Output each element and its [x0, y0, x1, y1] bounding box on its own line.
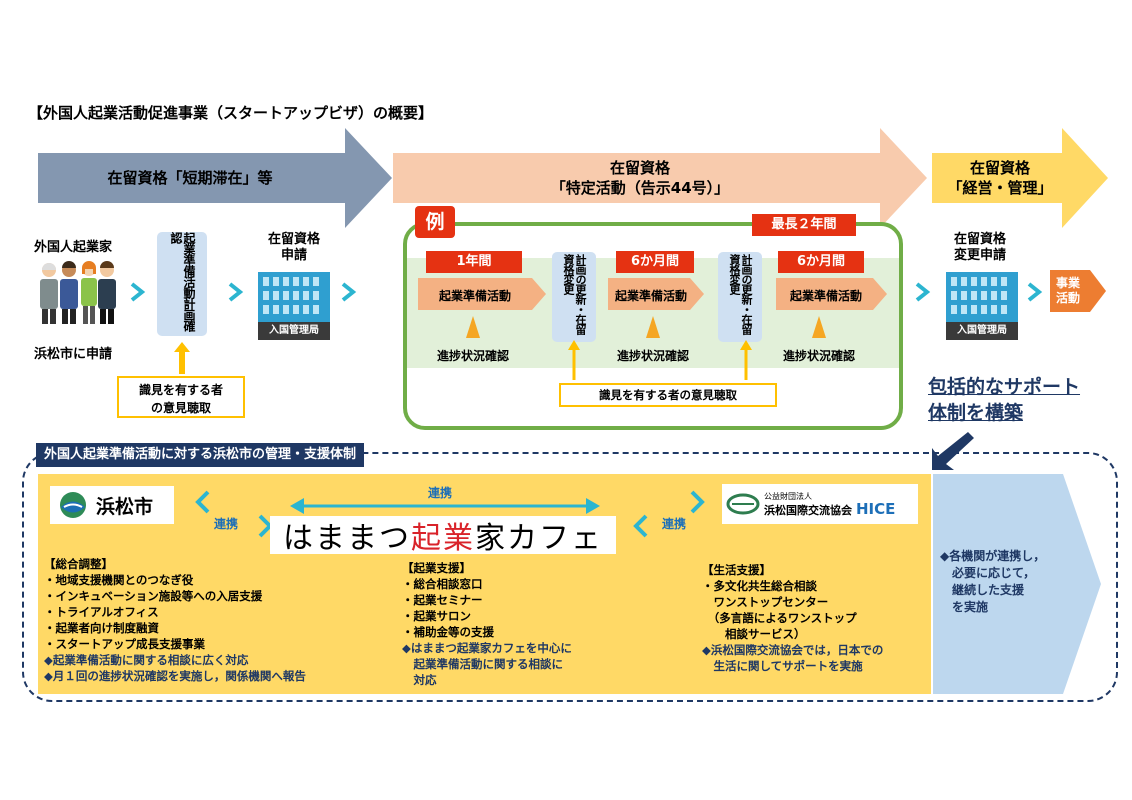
chevron-right-icon: [1027, 282, 1043, 302]
activity-arrow-3: [776, 278, 887, 310]
example-badge: 例: [415, 206, 455, 238]
progress-label-2: 進捗状況確認: [616, 349, 689, 363]
building-icon: [946, 272, 1018, 322]
continuous-support-note: ◆各機関が連携し， 必要に応じて， 継続した支援 を実施: [940, 549, 1046, 614]
col-general-coordination: 【総合調整】 ・地域支援機関とのつなぎ役 ・インキュベーション施設等への入居支援…: [44, 557, 306, 683]
activity-label-2: 起業準備活動: [614, 289, 687, 303]
progress-marker-3: [812, 316, 826, 338]
activity-label-1: 起業準備活動: [438, 289, 511, 303]
max-period-label: 最長２年間: [752, 214, 856, 236]
hamamatsu-city-logo: 浜松市: [50, 486, 174, 524]
management-arrow: [932, 128, 1108, 228]
period-6-months-2: 6か月間: [778, 251, 864, 273]
chevron-right-icon: [915, 282, 931, 302]
example-inner: [407, 258, 899, 368]
down-left-arrow-icon: [932, 432, 974, 470]
chevron-left-icon: [633, 514, 648, 538]
apply-city-label: 浜松市に申請: [34, 347, 113, 362]
up-arrow-icon: [174, 342, 190, 374]
business-label: 事業活動: [1056, 276, 1081, 305]
immigration-label: 入国管理局: [258, 322, 330, 340]
management-label: 在留資格「経営・管理」: [947, 159, 1053, 197]
continuous-support-arrow: [933, 474, 1101, 694]
progress-marker-2: [646, 316, 660, 338]
chevron-right-icon: [228, 282, 244, 302]
link-label-left: 連携: [214, 517, 239, 531]
short-term-label: 在留資格「短期滞在」等: [107, 169, 273, 187]
specific-activity-label: 在留資格「特定活動（告示44号）」: [550, 159, 730, 197]
change-apply-label: 在留資格変更申請: [953, 232, 1006, 263]
city-emblem-icon: [60, 492, 86, 518]
immigration-label-2: 入国管理局: [946, 322, 1018, 340]
status-arrows: [38, 128, 1108, 228]
link-label-right: 連携: [662, 517, 687, 531]
building-icon: [258, 272, 330, 322]
expert-opinion-box: 識見を有する者の意見聴取: [117, 376, 245, 418]
entrepreneurs-icon: [40, 261, 116, 324]
page-title: 【外国人起業活動促進事業（スタートアップビザ）の概要】: [28, 104, 434, 122]
renewal-box-2: 計画の更新・在留資格変更: [718, 252, 762, 342]
cafe-logo: はままつ起業家カフェ: [270, 516, 616, 556]
chevron-right-icon: [130, 282, 146, 302]
period-6-months-1: 6か月間: [616, 251, 694, 273]
hice-logo: 公益財団法人 浜松国際交流協会 HICE: [722, 484, 918, 524]
col-life-support: 【生活支援】 ・多文化共生総合相談 ワンストップセンター （多言語によるワンスト…: [702, 563, 884, 673]
progress-label-3: 進捗状況確認: [782, 349, 855, 363]
specific-activity-arrow: [393, 128, 927, 228]
support-frame: [22, 452, 1118, 702]
activity-arrow-1: [418, 278, 546, 310]
expert-connector: [568, 340, 752, 380]
expert-opinion-box-2: 識見を有する者の意見聴取: [559, 383, 777, 407]
col-startup-support: 【起業支援】 ・総合相談窓口 ・起業セミナー ・起業サロン ・補助金等の支援 ◆…: [402, 561, 572, 687]
status-apply-label: 在留資格申請: [267, 232, 320, 263]
business-arrow: [1050, 270, 1106, 312]
chevron-right-icon: [341, 282, 357, 302]
short-term-arrow: [38, 128, 392, 228]
hice-emblem-icon: [726, 493, 760, 515]
renewal-box-1: 計画の更新・在留資格変更: [552, 252, 596, 342]
support-section-title: 外国人起業準備活動に対する浜松市の管理・支援体制: [36, 443, 365, 467]
activity-arrow-2: [608, 278, 704, 310]
double-arrow: [290, 498, 600, 514]
chevron-left-icon: [195, 490, 210, 514]
period-1-year: 1年間: [426, 251, 522, 273]
chevron-right-icon: [690, 490, 705, 514]
plan-check-box: 起業準備活動計画確認: [157, 232, 207, 336]
entrepreneur-label: 外国人起業家: [34, 240, 113, 255]
activity-label-3: 起業準備活動: [789, 289, 862, 303]
link-label-center: 連携: [427, 486, 452, 500]
support-header: 包括的なサポート体制を構築: [928, 376, 1081, 424]
progress-label-1: 進捗状況確認: [436, 349, 509, 363]
progress-marker-1: [466, 316, 480, 338]
